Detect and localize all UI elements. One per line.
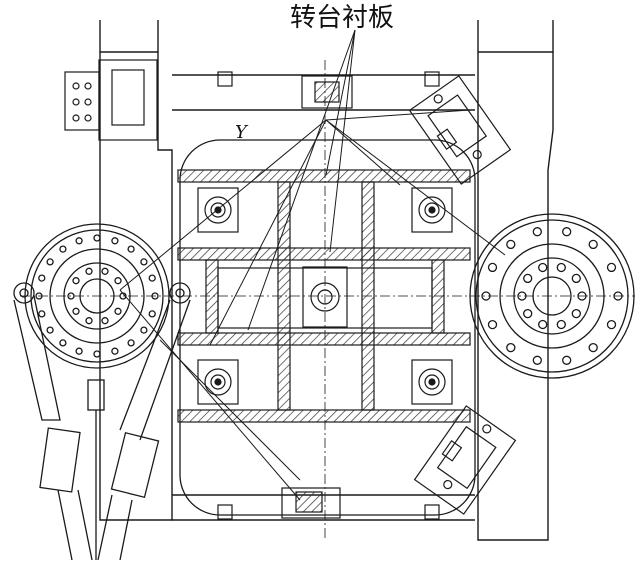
bolt [101, 317, 109, 325]
bolt [506, 342, 516, 353]
bolt [538, 262, 548, 273]
bolt [127, 339, 135, 347]
bolt [93, 234, 101, 242]
bolt [85, 317, 93, 325]
bolt [111, 237, 119, 245]
bolt [140, 326, 148, 334]
bolt [506, 239, 516, 250]
bolt [523, 308, 533, 319]
bolt [46, 258, 54, 266]
bolt [532, 355, 542, 365]
bolt [59, 339, 67, 347]
bolt [111, 347, 119, 355]
bolt [588, 239, 598, 250]
top-left-bracket [64, 59, 158, 141]
bolt [114, 307, 122, 315]
bolt [571, 308, 581, 319]
bolt [606, 262, 617, 273]
bolt [487, 319, 498, 330]
top-center-clamp [217, 71, 440, 109]
callout-label: 转台衬板 [290, 3, 394, 33]
bolt [606, 319, 617, 330]
bolt [75, 347, 83, 355]
bottom-center-clamp [217, 487, 440, 520]
bolt [59, 245, 67, 253]
bolt [523, 273, 533, 284]
bolt [75, 237, 83, 245]
bolt [556, 262, 566, 273]
top-right-bracket [408, 75, 512, 185]
bottom-right-bracket [413, 405, 517, 515]
view-label: Y [235, 122, 249, 143]
bolt [148, 310, 156, 318]
bolt [38, 274, 46, 282]
left-side-plate [99, 20, 475, 521]
bolt [532, 227, 542, 237]
bolt [556, 319, 566, 330]
right-side-plate [477, 20, 554, 541]
bolt [46, 326, 54, 334]
bolt [140, 258, 148, 266]
bolt [93, 350, 101, 358]
bolt [571, 273, 581, 284]
bolt [562, 355, 572, 365]
bolt [127, 245, 135, 253]
hydraulic-cylinders [13, 282, 191, 561]
bolt [72, 307, 80, 315]
bolt [38, 310, 46, 318]
bolt [562, 227, 572, 237]
bolt [101, 267, 109, 275]
centerlines [20, 60, 635, 540]
bolt [85, 267, 93, 275]
leader-lines [119, 29, 506, 501]
bolt [487, 262, 498, 273]
bolt [148, 274, 156, 282]
bolt [538, 319, 548, 330]
bolt [114, 277, 122, 285]
bolt [72, 277, 80, 285]
bolt [588, 342, 598, 353]
